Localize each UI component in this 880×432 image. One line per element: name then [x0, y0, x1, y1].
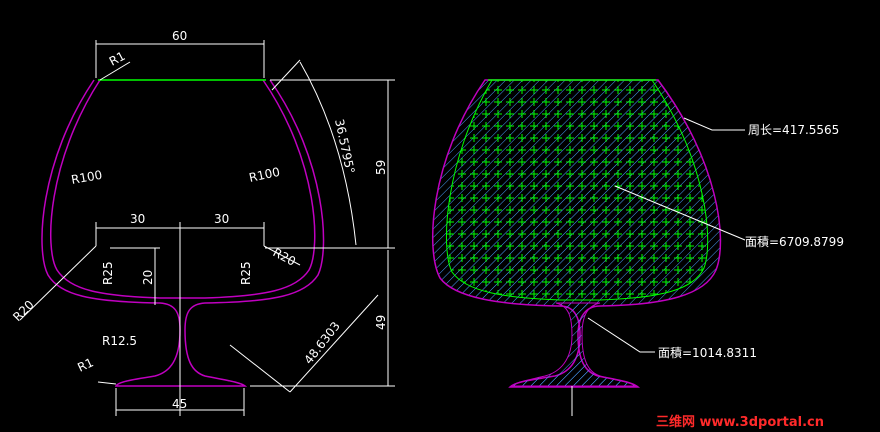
dim-angle: 36.5795° [332, 118, 357, 175]
dim-w30-right: 30 [214, 212, 229, 226]
dim-r12-5: R12.5 [102, 334, 137, 348]
dim-height-top: 59 [374, 160, 388, 175]
dim-w30-left: 30 [130, 212, 145, 226]
dim-r20-right: R20 [271, 245, 298, 268]
dim-r20-left: R20 [10, 298, 37, 325]
area-stem-label: 面積=1014.8311 [658, 345, 757, 360]
watermark-text: 三维网 www.3dportal.cn [656, 414, 824, 430]
stem-area [510, 302, 638, 387]
dim-r1-top: R1 [107, 49, 128, 69]
right-glass-drawing: 周长=417.5565 面積=6709.8799 面積=1014.8311 [432, 79, 844, 416]
perimeter-label: 周长=417.5565 [748, 123, 839, 137]
area-bowl-label: 面積=6709.8799 [745, 234, 844, 249]
dim-r25-left: R25 [101, 261, 115, 285]
glass-outer-profile [41, 79, 325, 387]
bowl-area [446, 79, 709, 301]
dim-r1-bottom: R1 [75, 355, 95, 374]
glass-inner-profile [50, 79, 316, 299]
dim-r100-right: R100 [248, 165, 281, 185]
dim-r100-left: R100 [70, 168, 103, 187]
left-glass-drawing: 60 R1 36.5795° 59 R100 R100 30 30 R25 20… [10, 29, 395, 416]
dim-diag-length: 48.6303 [301, 319, 343, 367]
dim-top-width: 60 [172, 29, 187, 43]
dim-base-width: 45 [172, 397, 187, 411]
dim-r25-right: R25 [239, 261, 253, 285]
dim-h20: 20 [141, 270, 155, 285]
dim-height-bottom: 49 [374, 315, 388, 330]
